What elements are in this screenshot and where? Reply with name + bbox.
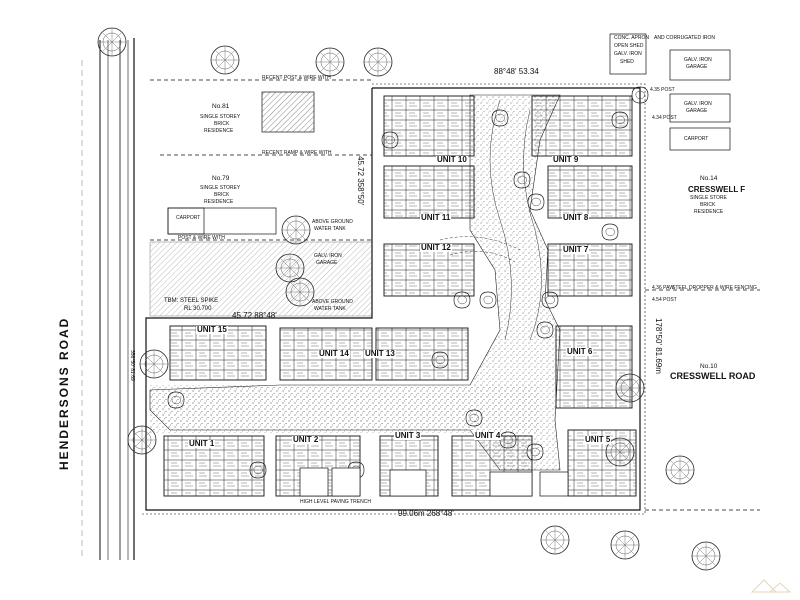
hendersons-road-strip	[81, 38, 135, 560]
unit-7-label: UNIT 7	[562, 245, 590, 254]
neighbour-14-desc2: BRICK	[700, 202, 716, 208]
watermark-logo	[750, 579, 792, 593]
fence-left-note: POST & WIRE WITH	[178, 235, 225, 241]
neighbour-14-desc3: RESIDENCE	[694, 209, 724, 215]
neighbour-81-desc1: SINGLE STOREY	[200, 114, 241, 120]
neighbour-10-number: No.10	[700, 363, 718, 370]
neighbour-81-desc2: BRICK	[214, 121, 230, 127]
unit-5-label: UNIT 5	[584, 435, 612, 444]
neighbour-14-desc1: SINGLE STORE	[690, 195, 727, 201]
galv-garage-mid-note: GALV. IRON	[314, 253, 342, 259]
dimension-inner-south: 45.72 88°48'	[232, 311, 277, 320]
galv-garage-mid-note-2: GARAGE	[316, 260, 338, 266]
corr-iron-note: AND CORRUGATED IRON	[654, 35, 716, 41]
unit-1-label: UNIT 1	[188, 439, 216, 448]
neighbour-79-desc1: SINGLE STOREY	[200, 185, 241, 191]
garages	[299, 467, 569, 497]
fence-mid-note: RECENT RAMP & WIRE WITH	[262, 150, 332, 156]
dimension-bottom: 99.06m 268°48'	[398, 509, 454, 518]
west-driveway-paving	[150, 385, 540, 433]
dimension-top: 88°48' 53.34	[494, 67, 539, 76]
unit-15-label: UNIT 15	[196, 325, 228, 334]
water-tank-b-note-2: WATER TANK	[314, 306, 346, 312]
tbm-note: TBM: STEEL SPIKE	[164, 298, 219, 304]
galv-garage-right-note-2: GARAGE	[686, 108, 708, 114]
water-tank-note-2: WATER TANK	[314, 226, 346, 232]
neighbour-14-number: No.14	[700, 175, 718, 182]
dimension-inner-west: 45.72 358°50'	[356, 156, 365, 206]
water-tank-b-note: ABOVE GROUND	[312, 299, 353, 305]
unit-2-label: UNIT 2	[292, 435, 320, 444]
neighbour-79-yard	[149, 241, 373, 317]
unit-3-label: UNIT 3	[394, 431, 422, 440]
neighbour-right-structures	[609, 33, 760, 511]
fence-post-note-3: 4.36 PAW	[652, 285, 674, 291]
carport-note: CARPORT	[176, 215, 201, 221]
open-apron-note: CONC. APRON	[614, 35, 650, 41]
neighbour-79-desc3: RESIDENCE	[204, 199, 234, 205]
unit-4-label: UNIT 4	[474, 431, 502, 440]
neighbour-79-desc2: BRICK	[214, 192, 230, 198]
unit-10-label: UNIT 10	[436, 155, 468, 164]
unit-12-label: UNIT 12	[420, 243, 452, 252]
carport-right-note: CARPORT	[684, 136, 709, 142]
open-apron-note-3: GALV. IRON	[614, 51, 642, 57]
unit-9-label: UNIT 9	[552, 155, 580, 164]
unit-11-label: UNIT 11	[420, 213, 452, 222]
water-tank-note: ABOVE GROUND	[312, 219, 353, 225]
cresswell-top-label: CRESSWELL F	[688, 185, 746, 194]
dimension-east: 178°50' 81.69m	[654, 318, 663, 374]
fence-top-note: RECENT POST & WIRE WITH	[262, 75, 331, 81]
unit-6-label: UNIT 6	[566, 347, 594, 356]
unit-14-label: UNIT 14	[318, 349, 350, 358]
bottom-edge-note: HIGH LEVEL PAVING TRENCH	[300, 499, 371, 505]
site-boundary	[140, 83, 646, 515]
fence-post-note: 4.35 POST	[650, 87, 675, 93]
open-apron-note-2: OPEN SHED	[614, 43, 644, 49]
neighbour-81-number: No.81	[212, 103, 230, 110]
neighbour-81-building	[150, 79, 372, 156]
unit-8-label: UNIT 8	[562, 213, 590, 222]
fence-post-note-2: 4.34 POST	[652, 115, 677, 121]
cresswell-road-label: CRESSWELL ROAD	[670, 371, 756, 381]
unit-buildings	[163, 95, 637, 497]
neighbour-79-number: No.79	[212, 175, 230, 182]
fence-post-note-4: 4.54 POST	[652, 297, 677, 303]
open-apron-note-4: SHED	[620, 59, 634, 65]
unit-13-label: UNIT 13	[364, 349, 396, 358]
neighbour-79-building	[150, 207, 372, 241]
tbm-rl-note: RL 30.700	[184, 306, 212, 312]
fence-right-note: STEEL DROPPER & WIRE FENCING	[672, 285, 757, 291]
dimension-west: 358°50' 81.69	[129, 350, 135, 381]
galv-garage-top-note-2: GARAGE	[686, 64, 708, 70]
hendersons-road-label: HENDERSONS ROAD	[57, 316, 71, 470]
galv-garage-top-note: GALV. IRON	[684, 57, 712, 63]
galv-garage-right-note: GALV. IRON	[684, 101, 712, 107]
neighbour-81-desc3: RESIDENCE	[204, 128, 234, 134]
